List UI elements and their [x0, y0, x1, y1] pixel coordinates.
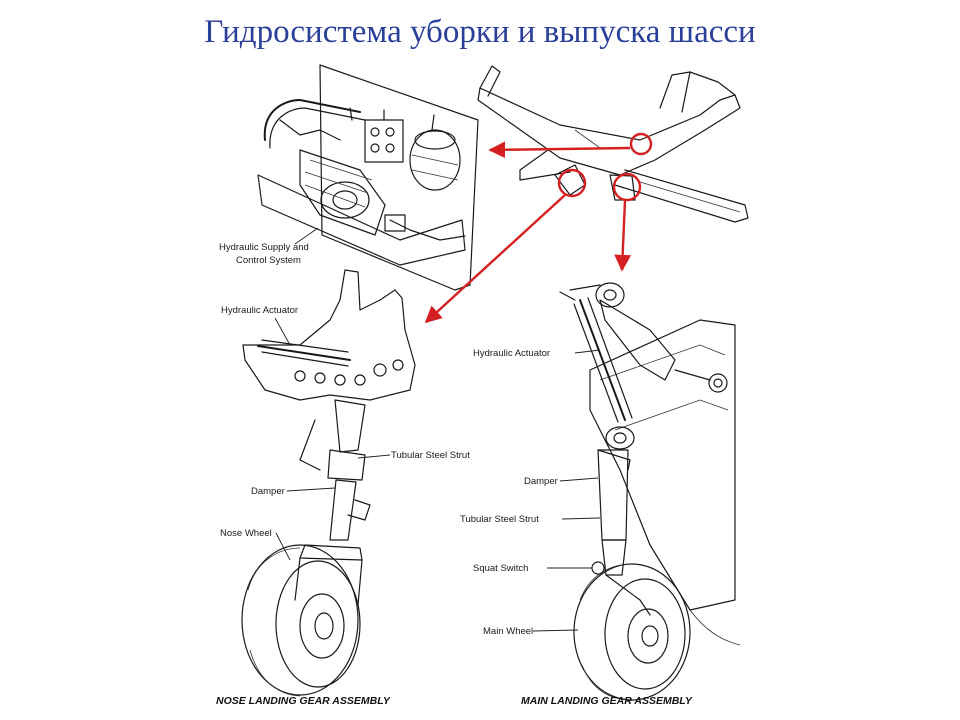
arrow-to-supply [488, 141, 631, 159]
nose-wheel-label: Nose Wheel [220, 528, 272, 539]
nose-landing-gear [241, 269, 416, 697]
main-damper-label: Damper [524, 476, 558, 487]
main-gear-caption: MAIN LANDING GEAR ASSEMBLY [521, 695, 693, 707]
nose-strut-label: Tubular Steel Strut [391, 450, 470, 461]
arrow-to-nose-gear [424, 194, 566, 324]
hydraulic-supply-unit: Hydraulic Supply and Control System [219, 64, 479, 291]
piping [263, 99, 466, 241]
aircraft-outline [477, 65, 749, 223]
main-landing-gear [559, 282, 741, 701]
main-wheel-label: Main Wheel [483, 626, 533, 637]
nose-damper-label: Damper [251, 486, 285, 497]
reservoir-tank [409, 129, 461, 191]
arrow-to-main-gear [614, 199, 632, 272]
main-actuator-label: Hydraulic Actuator [473, 348, 550, 359]
nose-gear-caption: NOSE LANDING GEAR ASSEMBLY [216, 695, 391, 707]
page-title: Гидросистема уборки и выпуска шасси [204, 14, 756, 50]
main-gear-location-marker [612, 172, 642, 202]
squat-switch-label: Squat Switch [473, 563, 528, 574]
supply-location-marker [629, 132, 653, 156]
nose-gear-location-marker [557, 168, 587, 198]
main-strut-label: Tubular Steel Strut [460, 514, 539, 525]
nose-actuator-label: Hydraulic Actuator [221, 305, 298, 316]
pump-motor [299, 149, 386, 236]
hydraulic-supply-label-line2: Control System [236, 255, 301, 266]
hydraulic-supply-label-line1: Hydraulic Supply and [219, 242, 309, 253]
